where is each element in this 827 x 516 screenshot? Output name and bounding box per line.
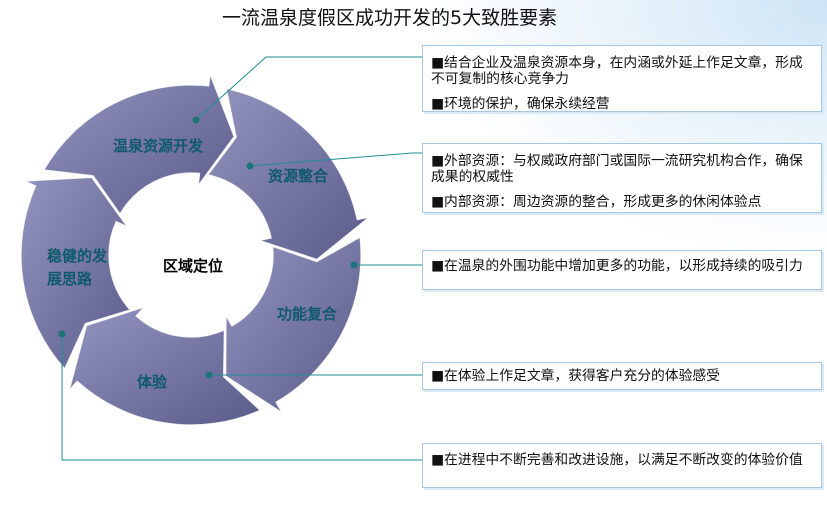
connector-dot-hot-spring-development — [192, 116, 200, 124]
connector-dot-resource-integration — [246, 162, 254, 170]
box-bullet-text: ■在体验上作足文章，获得客户充分的体验感受 — [431, 368, 720, 384]
arrow-label-steady-development: 稳健的发展思路 — [47, 247, 108, 288]
arrow-label-experience: 体验 — [137, 373, 168, 391]
page-title: 一流温泉度假区成功开发的5大致胜要素 — [222, 7, 558, 29]
arrow-label-hot-spring-development: 温泉资源开发 — [113, 137, 204, 155]
connector-dot-experience — [205, 371, 213, 379]
detail-box-resource-integration: ■外部资源：与权威政府部门或国际一流研究机构合作，确保成果的权威性 ■内部资源：… — [422, 143, 822, 213]
connectors — [58, 56, 422, 461]
arrow-function-compound — [225, 236, 362, 414]
detail-box-function-compound: ■在温泉的外围功能中增加更多的功能，以形成持续的吸引力 — [422, 250, 822, 290]
detail-box-hot-spring-development: ■结合企业及温泉资源本身，在内涵或外延上作足文章，形成不可复制的核心竞争力 ■环… — [422, 45, 822, 112]
arrow-ring — [20, 73, 370, 426]
arrow-steady-development — [20, 176, 132, 370]
box-bullet-text: ■结合企业及温泉资源本身，在内涵或外延上作足文章，形成不可复制的核心竞争力 — [431, 55, 803, 87]
connector-steady-development — [61, 334, 422, 461]
connector-hot-spring-development — [195, 56, 422, 121]
box-bullet-text: ■环境的保护，确保永续经营 — [431, 96, 610, 112]
arrow-hot-spring-development — [42, 73, 235, 216]
arrow-experience — [68, 305, 262, 426]
box-bullet-text: ■在温泉的外围功能中增加更多的功能，以形成持续的吸引力 — [431, 258, 803, 274]
connector-dot-function-compound — [350, 261, 358, 269]
arrow-resource-integration — [206, 87, 370, 261]
box-bullet-text: ■内部资源：周边资源的整合，形成更多的休闲体验点 — [431, 194, 762, 210]
connector-resource-integration — [249, 152, 422, 167]
detail-box-steady-development: ■在进程中不断完善和改进设施，以满足不断改变的体验价值 — [422, 443, 822, 488]
box-bullet-text: ■外部资源：与权威政府部门或国际一流研究机构合作，确保成果的权威性 — [431, 153, 803, 185]
arrow-label-function-compound: 功能复合 — [277, 305, 338, 323]
box-bullet-text: ■在进程中不断完善和改进设施，以满足不断改变的体验价值 — [431, 452, 803, 468]
center-label: 区域定位 — [163, 257, 224, 275]
detail-box-experience: ■在体验上作足文章，获得客户充分的体验感受 — [422, 362, 822, 390]
connector-dot-steady-development — [58, 330, 66, 338]
arrow-label-resource-integration: 资源整合 — [268, 167, 329, 185]
